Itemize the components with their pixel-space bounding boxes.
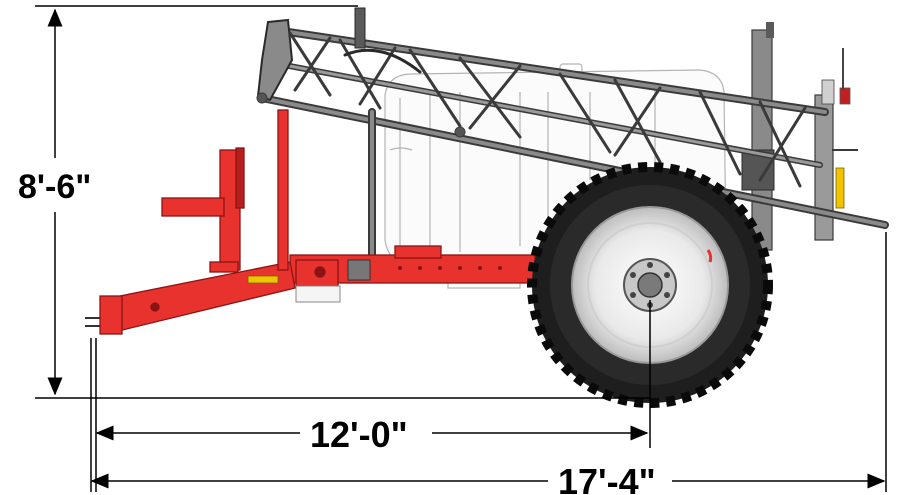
height-dimension-label: 8'-6": [18, 168, 91, 206]
boom-truss: [256, 7, 889, 274]
rear-wheel: [527, 162, 773, 408]
rear-mast: [741, 22, 858, 251]
overall-length-dimension-label: 17'-4": [558, 461, 656, 495]
axle-length-dimension-label: 12'-0": [310, 414, 408, 455]
trailer-frame: [85, 109, 536, 335]
dimension-lines: [35, 5, 887, 492]
